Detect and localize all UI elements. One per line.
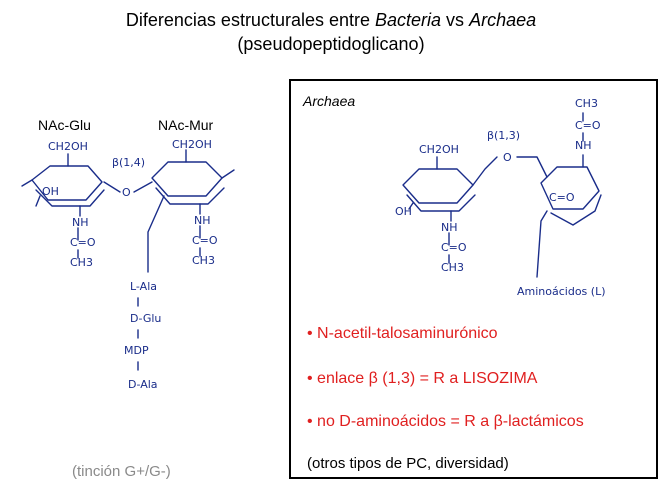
glu-mur-o-link: O bbox=[122, 186, 131, 199]
arch-co-ring: C=O bbox=[549, 191, 575, 204]
arch-co-2: C=O bbox=[575, 119, 601, 132]
archaea-panel: Archaea CH2OH OH NH C=O CH3 O β(1,3) CH3… bbox=[289, 79, 658, 479]
footer-tincion: (tinción G+/G-) bbox=[72, 463, 171, 480]
arch-nh-1: NH bbox=[441, 221, 458, 234]
glu-ch2oh: CH2OH bbox=[48, 140, 88, 153]
bullet-enlace-beta-1-3: • enlace β (1,3) = R a LISOZIMA bbox=[307, 370, 538, 387]
glu-oh: OH bbox=[42, 185, 59, 198]
beta-1-4-label: β(1,4) bbox=[112, 156, 145, 169]
nac-glu-ring bbox=[21, 153, 105, 259]
slide-title: Diferencias estructurales entre Bacteria… bbox=[0, 8, 662, 56]
bacteria-structure: CH2OH OH NH C=O CH3 O β(1,4) CH2OH NH C=… bbox=[21, 138, 235, 391]
mur-co: C=O bbox=[192, 234, 218, 247]
archaea-title: Archaea bbox=[303, 93, 356, 109]
arch-ch2oh: CH2OH bbox=[419, 143, 459, 156]
peptide-d-ala: D-Ala bbox=[128, 378, 158, 391]
arch-nh-2: NH bbox=[575, 139, 592, 152]
title-line-2: (pseudopeptidoglicano) bbox=[237, 34, 425, 54]
bullet-no-d-aminoacidos: • no D-aminoácidos = R a β-lactámicos bbox=[307, 413, 584, 430]
arch-ch3-2: CH3 bbox=[575, 97, 598, 110]
title-line-1: Diferencias estructurales entre Bacteria… bbox=[125, 10, 537, 30]
arch-aminoacids-label: Aminoácidos (L) bbox=[517, 285, 606, 298]
arch-co-1: C=O bbox=[441, 241, 467, 254]
mur-ch2oh: CH2OH bbox=[172, 138, 212, 151]
arch-ch3-1: CH3 bbox=[441, 261, 464, 274]
arch-o-link: O bbox=[503, 151, 512, 164]
glu-nh: NH bbox=[72, 216, 89, 229]
arch-oh: OH bbox=[395, 205, 412, 218]
peptide-d-glu: D-Glu bbox=[130, 312, 161, 325]
peptide-mdp: MDP bbox=[124, 344, 149, 357]
bullet-talosaminuronico: • N-acetil-talosaminurónico bbox=[307, 325, 498, 342]
archaea-structure: CH2OH OH NH C=O CH3 O β(1,3) CH3 C=O NH … bbox=[395, 97, 606, 298]
beta-1-3-label: β(1,3) bbox=[487, 129, 520, 142]
note-otros-tipos: (otros tipos de PC, diversidad) bbox=[307, 455, 509, 472]
label-nac-glu: NAc-Glu bbox=[38, 117, 91, 133]
glu-ch3: CH3 bbox=[70, 256, 93, 269]
peptide-l-ala: L-Ala bbox=[130, 280, 157, 293]
label-nac-mur: NAc-Mur bbox=[158, 117, 214, 133]
mur-ch3: CH3 bbox=[192, 254, 215, 267]
mur-nh: NH bbox=[194, 214, 211, 227]
glu-co: C=O bbox=[70, 236, 96, 249]
nac-mur-ring bbox=[147, 149, 235, 273]
